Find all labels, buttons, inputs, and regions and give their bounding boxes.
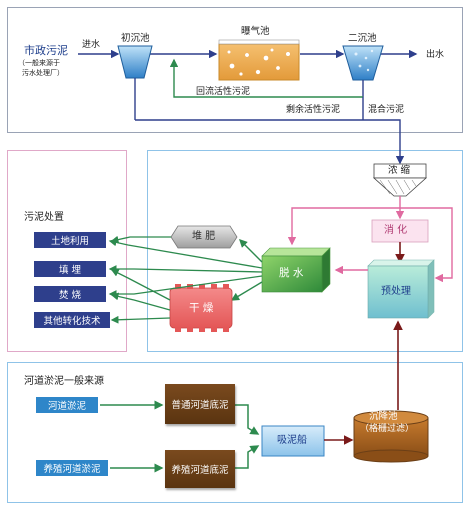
return-sludge-label: 回流活性污泥 [196,87,251,97]
digest-label: 消 化 [384,225,408,236]
municipal-sludge-note2: 污水处理厂） [22,69,64,77]
mixed-sludge-label: 混合污泥 [368,105,405,115]
municipal-sludge-title: 市政污泥 [24,44,68,57]
aeration-tank-label: 曝气池 [241,26,270,37]
primary-tank-label: 初沉池 [121,33,150,44]
river-panel [7,362,463,503]
thicken-label: 浓 缩 [388,165,411,176]
treatment-panel [147,150,463,352]
inflow-label: 进水 [82,40,101,50]
dredger-label: 吸泥船 [277,435,307,446]
dry-label: 干 燥 [189,302,214,314]
municipal-sludge-note1: （一般来源于 [18,59,60,67]
ordinary-river-sediment: 普通河道底泥 [165,384,235,424]
disposal-landfill: 填 埋 [34,261,106,277]
disposal-panel [7,150,127,352]
secondary-tank-label: 二沉池 [348,33,377,44]
settle-label-1: 沉降池 [369,411,398,422]
aquaculture-sludge-source: 养殖河道淤泥 [36,460,108,476]
pretreat-label: 预处理 [381,286,411,297]
disposal-incineration: 焚 烧 [34,286,106,302]
river-sludge-title: 河道淤泥一般来源 [24,376,104,387]
top-panel [7,7,463,133]
settle-label-2: （格栅过滤） [360,424,415,434]
dewater-label: 脱 水 [279,267,304,279]
river-sludge-source: 河道淤泥 [36,397,98,413]
aquaculture-river-sediment: 养殖河道底泥 [165,450,235,488]
compost-label: 堆 肥 [192,231,216,242]
disposal-title: 污泥处置 [24,212,64,223]
disposal-land-use: 土地利用 [34,232,106,248]
outflow-label: 出水 [426,50,445,60]
disposal-other-tech: 其他转化技术 [34,312,110,328]
excess-sludge-label: 剩余活性污泥 [286,105,341,115]
